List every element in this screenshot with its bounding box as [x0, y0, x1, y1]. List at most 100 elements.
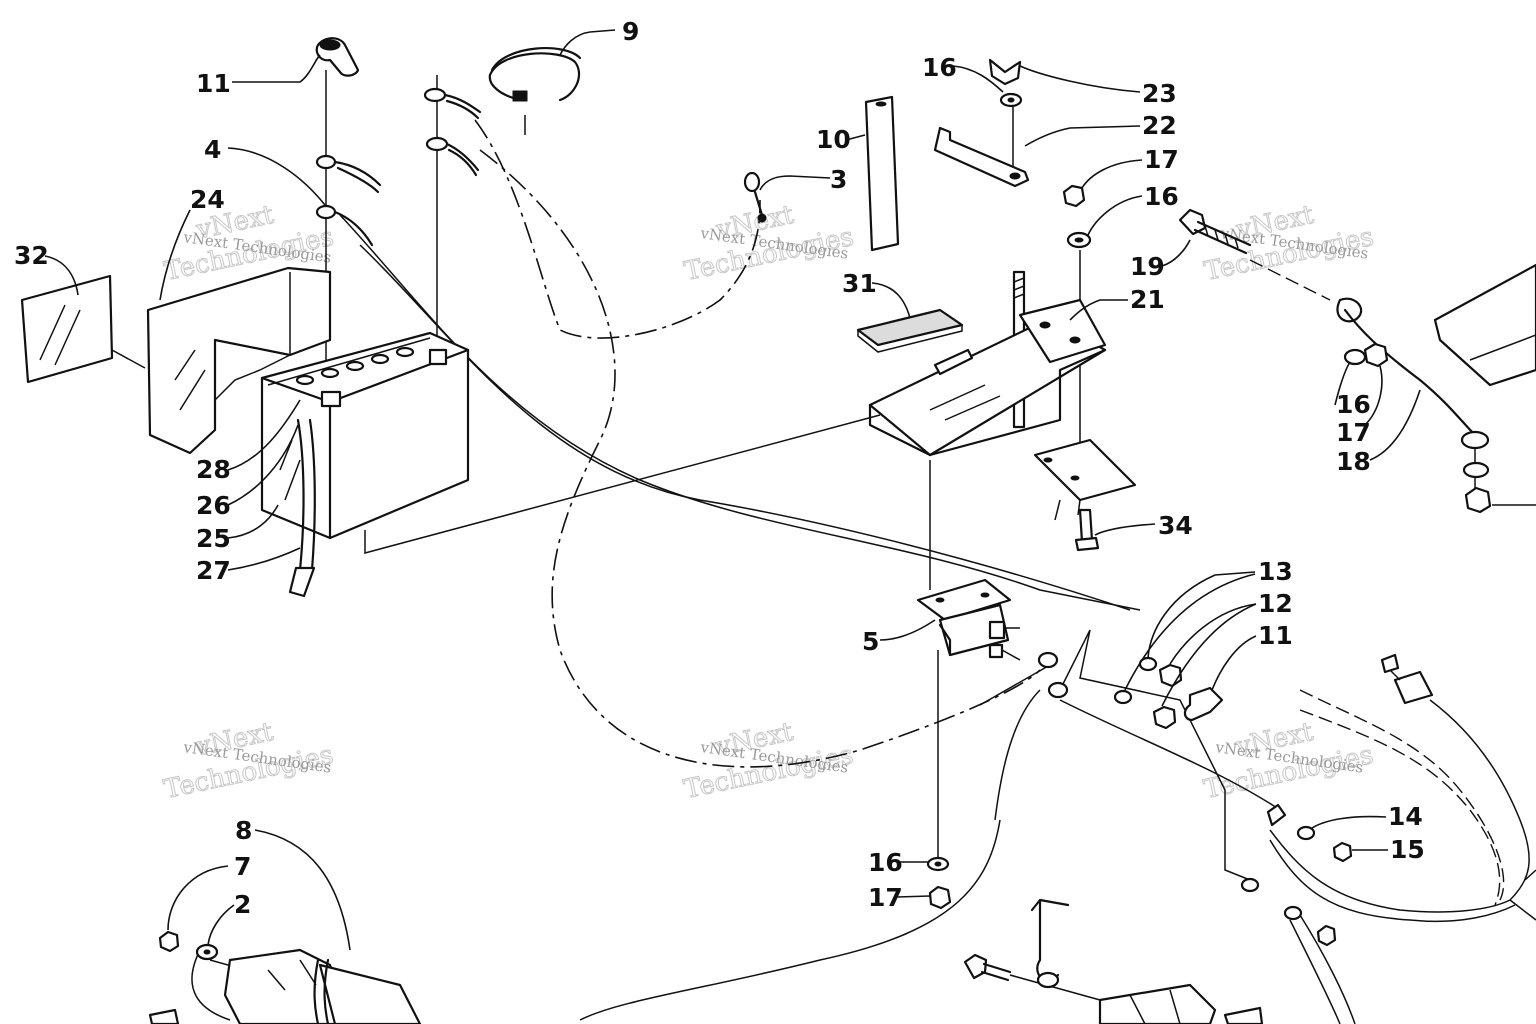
callout-2: 2	[234, 890, 251, 919]
pad-31	[856, 308, 964, 353]
mount-bracket	[1433, 263, 1536, 514]
washer-16-top	[999, 92, 1023, 108]
callout-27: 27	[196, 556, 231, 585]
leader-3	[759, 175, 831, 191]
harness-line	[1524, 869, 1536, 881]
bracket-22	[933, 126, 1030, 188]
callout-23: 23	[1142, 79, 1177, 108]
harness-line	[994, 689, 1041, 821]
callout-16: 16	[868, 848, 903, 877]
harness-line	[1509, 899, 1536, 921]
nut-7	[158, 930, 180, 953]
battery-cable-4	[315, 154, 382, 247]
hold-down-strap-9	[488, 47, 582, 135]
harness-line	[1289, 919, 1341, 1024]
bolt-34	[1074, 508, 1100, 552]
callout-32: 32	[14, 241, 49, 270]
leader-17b	[1364, 365, 1383, 426]
rod-18	[1343, 308, 1477, 437]
wing-nut-23	[988, 58, 1022, 86]
main-harness	[1299, 689, 1505, 901]
callout-17: 17	[868, 883, 903, 912]
harness-line	[1059, 629, 1251, 881]
callout-10: 10	[816, 125, 851, 154]
leader-lines	[44, 29, 1421, 951]
callout-25: 25	[196, 524, 231, 553]
callout-17: 17	[1144, 145, 1179, 174]
harness-line	[1059, 699, 1281, 811]
leader-22	[1024, 125, 1141, 147]
washer-16-bottom	[926, 856, 950, 872]
battery-caps	[295, 346, 415, 386]
leader-23	[1019, 65, 1141, 93]
ground-wire-line	[474, 119, 761, 339]
strap-10	[864, 95, 900, 252]
leader-12b	[1161, 603, 1257, 707]
bolt-lower	[963, 898, 1070, 989]
starter-bracket	[1098, 983, 1264, 1024]
leader-13b	[1124, 573, 1256, 691]
callout-8: 8	[235, 816, 252, 845]
callout-24: 24	[190, 185, 225, 214]
callout-9: 9	[622, 17, 639, 46]
nut-17-bottom	[928, 885, 952, 910]
battery-tray-line	[364, 414, 881, 554]
leader-12a	[1169, 603, 1257, 665]
leader-4	[227, 147, 326, 206]
callout-3: 3	[830, 165, 847, 194]
callout-13: 13	[1258, 557, 1293, 586]
leader-19	[1161, 239, 1191, 267]
battery-cable-line	[339, 214, 1141, 611]
leader-17c	[896, 895, 931, 898]
leader-17a	[1081, 159, 1143, 189]
vent-tube-27	[288, 418, 316, 598]
leader-28	[227, 399, 301, 471]
battery-terminal	[428, 348, 448, 366]
starter-motor-8	[148, 948, 422, 1024]
callout-16: 16	[1144, 182, 1179, 211]
leader-7	[167, 865, 229, 931]
leader-34	[1094, 523, 1156, 536]
bolt-19	[1178, 208, 1252, 255]
harness-line	[1299, 914, 1356, 1024]
main-harness	[1269, 839, 1516, 923]
battery-25	[260, 331, 470, 540]
leader-11a	[232, 54, 321, 83]
battery-tray-21	[868, 298, 1107, 457]
battery-terminal	[320, 390, 342, 408]
callout-labels: 11 9 4 24 32 28 26 25 27 10 3 31 16 23 2…	[14, 17, 1425, 919]
callout-11: 11	[196, 69, 231, 98]
callout-16: 16	[922, 53, 957, 82]
callout-11: 11	[1258, 621, 1293, 650]
cable-end-connectors	[423, 87, 482, 177]
leader-27	[227, 547, 301, 571]
bolt-axis-line	[1009, 974, 1101, 1001]
leader-26	[227, 424, 299, 506]
washer-14-nut-15	[1240, 803, 1353, 947]
harness-connector	[1380, 653, 1434, 705]
callout-31: 31	[842, 269, 877, 298]
nut-17	[1062, 184, 1086, 208]
solenoid-5	[916, 578, 1021, 661]
callout-4: 4	[204, 135, 221, 164]
cable-clip	[1336, 297, 1389, 368]
terminal-boot-11	[315, 37, 360, 77]
callout-12: 12	[1258, 589, 1293, 618]
callout-19: 19	[1130, 252, 1165, 281]
callout-26: 26	[196, 491, 231, 520]
leader-32	[44, 255, 79, 296]
leader-16a	[952, 65, 1004, 93]
starter-wire	[191, 949, 231, 1021]
leader-16c	[1334, 361, 1351, 406]
washer-16	[1066, 231, 1092, 249]
callout-16: 16	[1336, 390, 1371, 419]
washer-2	[195, 943, 219, 961]
leader-9	[559, 29, 616, 56]
leader-8	[254, 829, 351, 951]
callout-28: 28	[196, 455, 231, 484]
bolt-axis-line	[1249, 259, 1331, 301]
harness-line	[979, 664, 1051, 706]
leader-31	[871, 282, 911, 319]
